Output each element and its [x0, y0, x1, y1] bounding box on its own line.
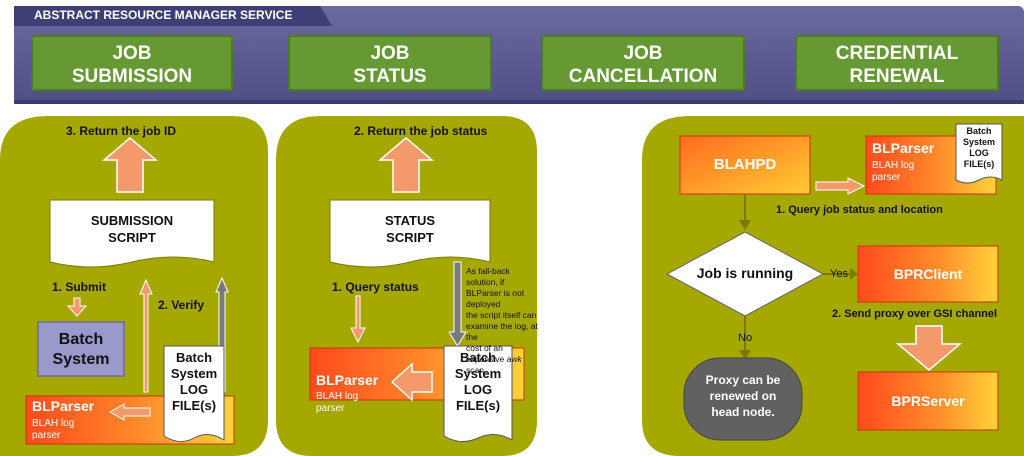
status-script-box — [329, 199, 491, 268]
query-location-label: 1. Query job status and location — [776, 204, 943, 216]
job-submission-button[interactable] — [31, 35, 233, 91]
send-proxy-arrow — [895, 325, 963, 371]
blahpd-to-parser-arrow — [815, 177, 866, 195]
return-jobid-label: 3. Return the job ID — [66, 124, 177, 138]
no-label: No — [738, 332, 753, 344]
job-cancellation-button[interactable] — [541, 35, 745, 91]
service-band — [14, 6, 1024, 104]
proxy-renew-node — [683, 357, 803, 441]
blahpd-label: BLAHPD — [713, 156, 777, 173]
bprclient-box — [857, 245, 999, 303]
bprserver-box — [857, 371, 999, 431]
blparser-title-submission: BLParser — [32, 398, 95, 414]
submission-script-box — [49, 199, 215, 268]
decision-label: Job is running — [696, 265, 794, 281]
log-to-parser-arrow-submission — [108, 403, 151, 421]
log-files-box-status — [443, 345, 513, 442]
submit-label: 1. Submit — [52, 280, 107, 294]
blparser-title-status: BLParser — [316, 372, 379, 388]
log-to-parser-arrow-status — [390, 362, 433, 402]
log-files-box-renewal — [955, 123, 1003, 184]
verify-label: 2. Verify — [158, 298, 205, 312]
return-status-label: 2. Return the job status — [354, 124, 488, 138]
job-status-button[interactable] — [288, 35, 492, 91]
yes-label: Yes — [830, 268, 848, 280]
return-status-arrow — [377, 137, 435, 193]
service-title: ABSTRACT RESOURCE MANAGER SERVICE — [34, 8, 293, 22]
blparser-title-renewal: BLParser — [872, 140, 935, 156]
submit-arrow — [66, 297, 88, 317]
batch-system-box — [37, 321, 125, 377]
return-jobid-arrow — [101, 137, 159, 193]
query-status-arrow — [350, 295, 366, 344]
send-proxy-label: 2. Send proxy over GSI channel — [832, 308, 998, 320]
query-status-label: 1. Query status — [332, 280, 419, 294]
bprserver-label: BPRServer — [891, 393, 965, 409]
verify-arrow — [139, 278, 153, 393]
fallback-note: As fall-back solution, if BLParser is no… — [466, 266, 538, 375]
credential-renewal-button[interactable] — [795, 35, 999, 91]
service-title-tab — [14, 6, 332, 26]
bprclient-label: BPRClient — [893, 266, 963, 282]
scan-log-arrow-status — [448, 261, 467, 347]
log-files-box-submission — [163, 345, 225, 442]
blahpd-box — [679, 135, 811, 195]
